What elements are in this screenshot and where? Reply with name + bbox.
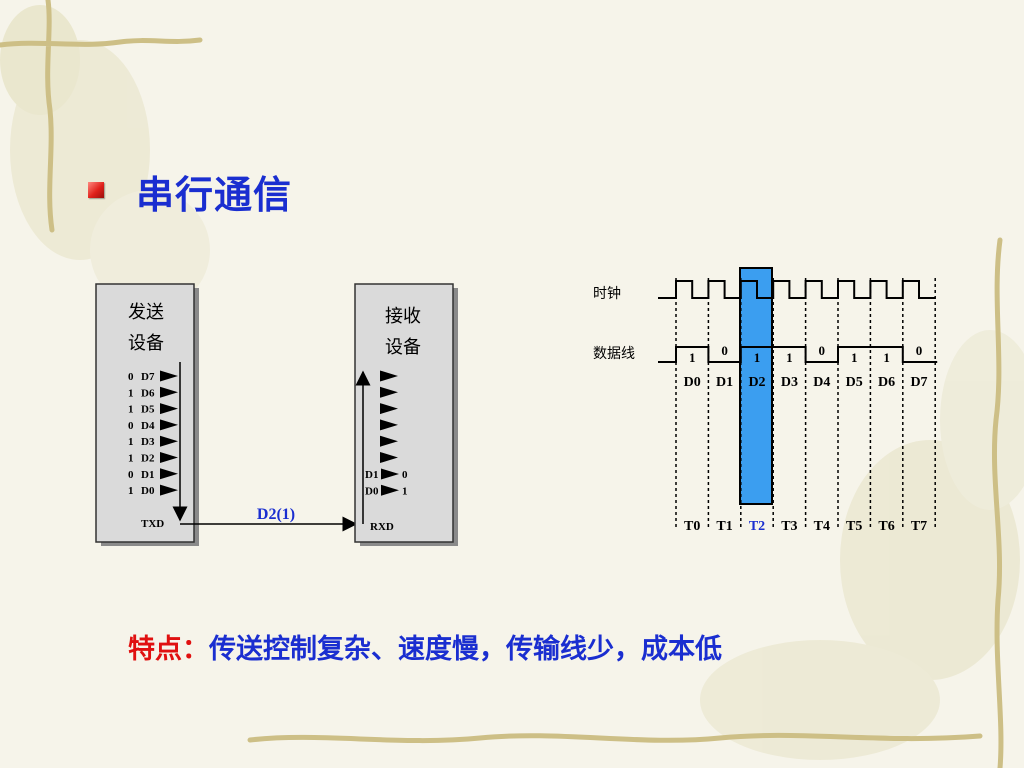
bit-value-label: 1 bbox=[754, 350, 761, 365]
receiver-empty-slot-arrow bbox=[380, 452, 398, 463]
receiver-bit-name: D0 bbox=[365, 485, 379, 497]
receiver-label-line1: 接收 bbox=[385, 306, 421, 327]
leaf-decoration-right bbox=[700, 330, 1024, 760]
bit-value-label: 0 bbox=[721, 343, 728, 358]
slide-title: 串行通信 bbox=[136, 173, 293, 217]
data-bit-name-label: D1 bbox=[716, 375, 733, 390]
data-bit-name-label: D2 bbox=[748, 375, 765, 390]
receiver-box bbox=[354, 283, 454, 543]
sender-bit-arrow bbox=[160, 386, 178, 398]
feature-text: 传送控制复杂、速度慢，传输线少，成本低 bbox=[209, 634, 722, 665]
sender-bit-name: D7 bbox=[141, 371, 155, 383]
receiver-slot-list: D1 0D0 1 bbox=[365, 370, 408, 497]
receiver-bit-arrow bbox=[381, 468, 399, 480]
time-slot-label: T4 bbox=[814, 519, 830, 534]
data-bit-name-label: D0 bbox=[684, 375, 701, 390]
receiver-bit-value: 1 bbox=[402, 485, 408, 497]
leaf-decoration-top-left bbox=[0, 5, 210, 310]
data-line-label: 数据线 bbox=[593, 346, 635, 362]
sender-bit-arrow bbox=[160, 403, 178, 415]
bit-value-label: 1 bbox=[689, 350, 696, 365]
receiver-empty-slot-arrow bbox=[380, 403, 398, 415]
vine-top-left bbox=[0, 0, 203, 233]
timing-guides bbox=[675, 278, 936, 530]
sender-bit-name: D5 bbox=[141, 404, 155, 416]
data-bit-name-label: D4 bbox=[813, 375, 830, 390]
sender-bit-value: 1 bbox=[128, 453, 134, 465]
receiver-pin-label: RXD bbox=[370, 521, 394, 533]
clock-label: 时钟 bbox=[593, 285, 621, 302]
highlight-slot-t2 bbox=[739, 267, 773, 505]
feature-line: 特点：传送控制复杂、速度慢，传输线少，成本低 bbox=[128, 627, 722, 666]
time-slot-label: T6 bbox=[878, 519, 894, 534]
sender-bit-name: D3 bbox=[141, 436, 155, 448]
data-waveform bbox=[658, 346, 938, 363]
data-bit-name-label: D3 bbox=[781, 375, 798, 390]
sender-bit-name: D0 bbox=[141, 485, 155, 497]
serial-link-label: D2(1) bbox=[257, 506, 295, 523]
sender-bit-value: 1 bbox=[128, 387, 134, 399]
sender-bit-arrow bbox=[160, 435, 178, 447]
bit-value-label: 0 bbox=[916, 343, 923, 358]
vine-right bbox=[992, 237, 1004, 768]
data-bit-name-label: D5 bbox=[846, 375, 863, 390]
bit-value-label: 1 bbox=[883, 350, 890, 365]
data-bit-name-label: D6 bbox=[878, 375, 895, 390]
receiver-bit-name: D1 bbox=[365, 469, 378, 481]
time-slot-label: T2 bbox=[749, 519, 765, 534]
sender-pin-label: TXD bbox=[141, 518, 164, 530]
time-slot-label: T7 bbox=[911, 519, 927, 534]
time-slot-label: T0 bbox=[684, 519, 700, 534]
sender-label-line1: 发送 bbox=[128, 302, 164, 323]
bit-value-label: 1 bbox=[851, 350, 858, 365]
sender-bit-value: 1 bbox=[128, 436, 134, 448]
title-bullet bbox=[88, 182, 104, 198]
receiver-empty-slot-arrow bbox=[380, 435, 398, 447]
sender-bit-value: 1 bbox=[128, 404, 134, 416]
bit-value-label: 1 bbox=[786, 350, 793, 365]
receiver-bit-arrow bbox=[381, 484, 399, 496]
sender-bit-arrow bbox=[160, 419, 178, 431]
sender-bit-value: 0 bbox=[128, 371, 134, 383]
sender-bit-arrow bbox=[160, 452, 178, 463]
time-slot-label: T3 bbox=[781, 519, 797, 534]
receiver-empty-slot-arrow bbox=[380, 370, 398, 382]
data-bit-name-label: D7 bbox=[910, 375, 927, 390]
feature-label: 特点： bbox=[128, 634, 209, 665]
sender-bit-value: 1 bbox=[128, 485, 134, 497]
sender-bit-value: 0 bbox=[128, 469, 134, 481]
sender-box bbox=[95, 283, 195, 543]
receiver-empty-slot-arrow bbox=[380, 386, 398, 398]
sender-bit-name: D2 bbox=[141, 453, 155, 465]
receiver-bit-value: 0 bbox=[402, 469, 408, 481]
sender-bit-arrow bbox=[160, 484, 178, 496]
time-slot-label: T5 bbox=[846, 519, 862, 534]
sender-bit-arrow bbox=[160, 468, 178, 480]
sender-bit-name: D6 bbox=[141, 387, 155, 399]
vine-bottom bbox=[247, 732, 983, 744]
receiver-device: 接收 设备 D1 0D0 1 RXD bbox=[354, 283, 458, 546]
sender-bit-name: D1 bbox=[141, 469, 154, 481]
time-slot-label: T1 bbox=[716, 519, 732, 534]
sender-label-line2: 设备 bbox=[128, 333, 164, 354]
sender-bit-arrow bbox=[160, 370, 178, 382]
receiver-label-line2: 设备 bbox=[385, 337, 421, 358]
bit-value-label: 0 bbox=[819, 343, 826, 358]
sender-bit-value: 0 bbox=[128, 420, 134, 432]
sender-bit-name: D4 bbox=[141, 420, 155, 432]
receiver-empty-slot-arrow bbox=[380, 419, 398, 431]
clock-waveform bbox=[658, 280, 936, 299]
